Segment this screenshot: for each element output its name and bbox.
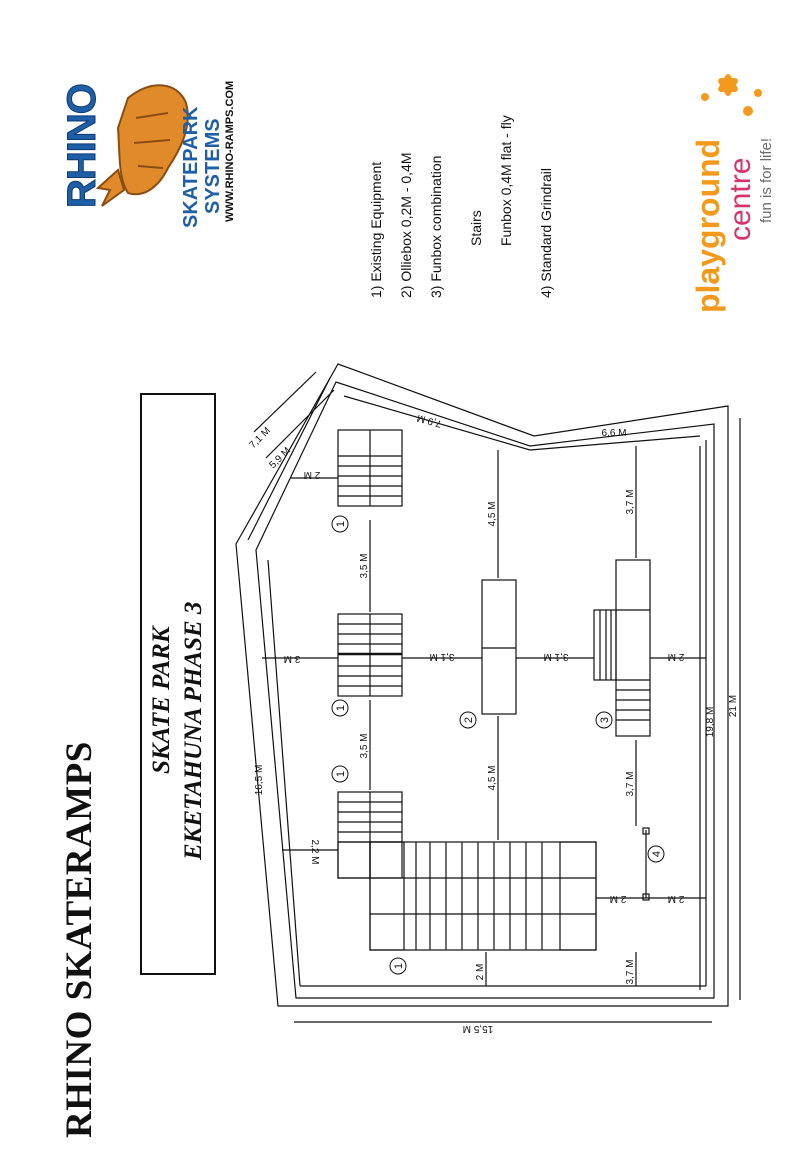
- marker-1-a: [331, 515, 349, 533]
- dim-4-5-b: 4,5 M: [487, 765, 498, 790]
- dim-2m-a: 2 M: [475, 964, 486, 981]
- boundary-outer: [235, 363, 729, 1007]
- marker-1-b: [331, 699, 349, 717]
- title-box: [140, 393, 216, 975]
- marker-1-d: [389, 957, 407, 975]
- dim-3-7-b: 3,7 M: [625, 771, 636, 796]
- marker-3-label: 3: [599, 717, 611, 723]
- dim-7-9: 7,9 M: [416, 412, 443, 429]
- marker-4-label: 4: [651, 851, 663, 857]
- dim-2-2: 2,2 M: [309, 839, 320, 864]
- dim-19-8: 19,8 M: [705, 707, 716, 738]
- marker-4: [647, 845, 665, 863]
- boundary-inner: [255, 381, 715, 999]
- dim-3-5-a: 3,5 M: [359, 553, 370, 578]
- marker-1-a-label: 1: [335, 521, 347, 527]
- dim-4-5-a: 4,5 M: [487, 501, 498, 526]
- dim-2m-top: 2 M: [304, 469, 321, 480]
- marker-3: [595, 711, 613, 729]
- marker-1-c: [331, 765, 349, 783]
- dim-2m-c: 2 M: [668, 893, 685, 904]
- marker-1-d-label: 1: [393, 963, 405, 969]
- dim-3-1-b: 3,1 M: [543, 651, 568, 662]
- playground-logo: playground centre fun is for life!: [680, 55, 790, 315]
- rhino-logo: RHINO SKATEPARK SYSTEMS WWW.RHINO-RAMPS.…: [58, 58, 248, 228]
- dim-7-1: 7,1 M: [247, 425, 272, 450]
- dim-15-5: 15,5 M: [463, 1023, 494, 1034]
- dim-16-5: 16,5 M: [254, 765, 265, 796]
- flower-icon: [701, 74, 762, 116]
- marker-1-c-label: 1: [335, 771, 347, 777]
- dim-3-7-a: 3,7 M: [625, 489, 636, 514]
- dim-2m-b: 2 M: [610, 893, 627, 904]
- dim-3m: 3 M: [284, 653, 301, 664]
- marker-2-label: 2: [463, 717, 475, 723]
- dim-3-5-b: 3,5 M: [359, 733, 370, 758]
- dim-3-7-c: 3,7 M: [625, 959, 636, 984]
- dim-3-1-a: 3,1 M: [429, 651, 454, 662]
- marker-1-b-label: 1: [335, 705, 347, 711]
- rhino-head-icon: [95, 84, 189, 207]
- marker-2: [459, 711, 477, 729]
- dim-2m-d: 2 M: [668, 651, 685, 662]
- dim-6-6: 6,6 M: [601, 428, 626, 439]
- dim-21: 21 M: [728, 695, 739, 717]
